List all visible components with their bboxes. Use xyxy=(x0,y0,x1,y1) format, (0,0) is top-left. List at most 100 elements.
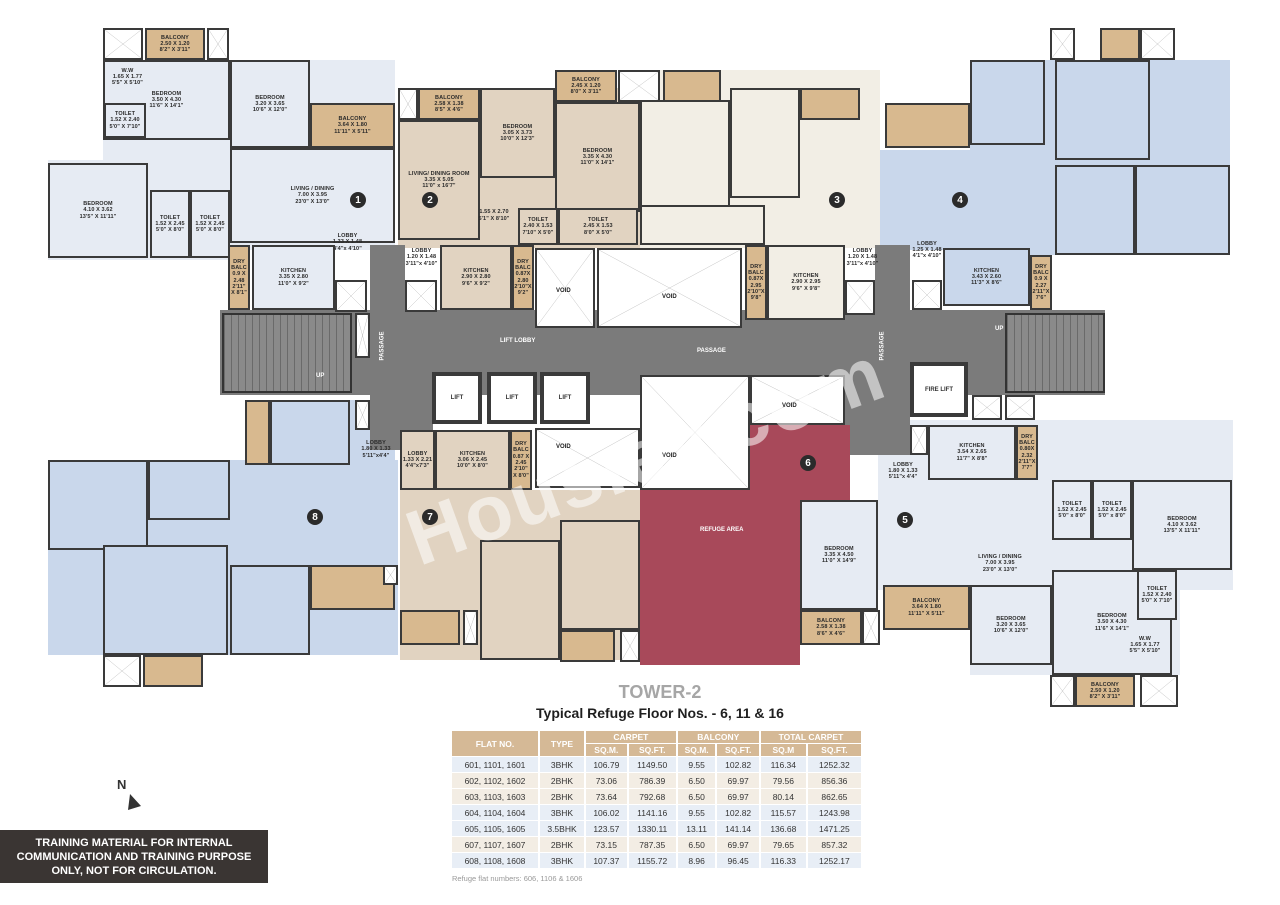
refuge-area xyxy=(748,425,850,500)
passage-area xyxy=(405,395,433,430)
room-size-imperial: 8'6" X 4'6" xyxy=(817,630,845,637)
up-label: UP xyxy=(316,373,325,379)
table-cell: 8.96 xyxy=(677,853,716,868)
staircase xyxy=(1005,313,1105,393)
table-cell: 80.14 xyxy=(760,789,806,804)
room-name: DRY BALC xyxy=(1033,263,1049,276)
lift: LIFT xyxy=(540,372,590,424)
room-size-metric: 1.65 X 1.77 xyxy=(112,73,143,80)
room-name: BALCONY xyxy=(817,618,845,625)
room-size-metric: 1.52 X 2.40 xyxy=(110,117,140,124)
void-label: VOID xyxy=(556,288,571,294)
room-size-metric: 1.65 X 1.77 xyxy=(1130,641,1160,648)
room-size-imperial: 8'2" X 3'11" xyxy=(159,47,191,54)
shaft xyxy=(912,280,942,310)
shaft xyxy=(1140,28,1175,60)
room-size-imperial: 4'4"x 4'10" xyxy=(333,245,362,252)
room-size-metric: 0.87X 2.95 xyxy=(748,276,764,289)
balcony xyxy=(885,103,970,148)
room-size-metric: 1.80 X 1.33 xyxy=(888,467,918,474)
room xyxy=(730,88,800,198)
room-size-metric: 0.80X 2.32 xyxy=(1019,446,1035,459)
room-size-imperial: 11'3" X 8'6" xyxy=(971,280,1002,287)
room-size-metric: 3.35 X 5.05 xyxy=(424,176,454,183)
header-balcony: BALCONY xyxy=(677,731,759,743)
header-balcony-sqm: SQ.M. xyxy=(677,744,716,756)
balcony xyxy=(1100,28,1140,60)
table-cell: 6.50 xyxy=(677,773,716,788)
room xyxy=(1055,60,1150,160)
table-cell: 79.65 xyxy=(760,837,806,852)
flat-number-badge: 8 xyxy=(307,509,323,525)
up-label: UP xyxy=(995,326,1004,332)
room-size-metric: 7.00 X 3.95 xyxy=(985,560,1015,567)
lift: LIFT xyxy=(432,372,482,424)
table-cell: 792.68 xyxy=(628,789,676,804)
header-carpet-sqm: SQ.M. xyxy=(586,744,627,756)
room-name: LOBBY xyxy=(411,248,432,255)
room-size-imperial: 8'5" X 4'6" xyxy=(435,107,463,114)
room-size-imperial: 23'0" X 13'0" xyxy=(982,566,1018,573)
room-name: W.W xyxy=(121,67,134,74)
room-name: TOILET xyxy=(114,111,136,118)
balcony xyxy=(560,630,615,662)
table-cell: 1243.98 xyxy=(807,805,861,820)
room-size-imperial: 11'0" X 14'1" xyxy=(580,160,615,167)
room xyxy=(148,460,230,520)
room-size-imperial: 13'5" X 11'11" xyxy=(79,213,117,220)
room-size-metric: 3.20 X 3.65 xyxy=(996,621,1026,628)
flat-number-badge: 6 xyxy=(800,455,816,471)
refuge-area-label: REFUGE AREA xyxy=(700,527,744,533)
tower-title: TOWER-2 xyxy=(618,682,702,702)
table-cell: 102.82 xyxy=(717,805,759,820)
room-size-metric: 3.35 X 4.50 xyxy=(824,551,854,558)
room xyxy=(103,545,228,655)
room-size-imperial: 3'11"x 4'10" xyxy=(405,260,438,267)
room-name: KITCHEN xyxy=(973,267,1000,274)
room-size-imperial: 23'0" X 13'0" xyxy=(295,198,330,205)
flat-number-badge: 2 xyxy=(422,192,438,208)
table-cell: 107.37 xyxy=(586,853,627,868)
flat-number-badge: 3 xyxy=(829,192,845,208)
room-size-imperial: 5'5" X 5'10" xyxy=(1129,648,1161,655)
room-size-imperial: 8'0" X 5'0" xyxy=(584,229,612,236)
table-cell: 786.39 xyxy=(628,773,676,788)
room-size-metric: 3.06 X 2.45 xyxy=(457,456,488,463)
room-name: LOBBY xyxy=(366,440,386,447)
void: VOID xyxy=(640,375,750,490)
room-name: LOBBY xyxy=(337,233,358,240)
room-size-metric: 1.33 X 2.21 xyxy=(402,456,433,463)
table-cell: 73.06 xyxy=(586,773,627,788)
table-cell: 602, 1102, 1602 xyxy=(452,773,538,788)
room-name: BEDROOM xyxy=(996,615,1026,622)
room-size-metric: 3.05 X 3.73 xyxy=(502,129,533,136)
room-name: BEDROOM xyxy=(502,123,533,130)
room-size-metric: 3.54 X 2.65 xyxy=(957,449,987,456)
header-flat-no: FLAT NO. xyxy=(452,731,538,756)
header-carpet-sqft: SQ.FT. xyxy=(628,744,676,756)
room-size-metric: 1.52 X 2.40 xyxy=(1142,591,1172,598)
room-name: BEDROOM xyxy=(1097,613,1127,620)
table-cell: 73.15 xyxy=(586,837,627,852)
table-cell: 116.33 xyxy=(760,853,806,868)
room-size-imperial: 11'6" X 14'1" xyxy=(149,103,184,110)
room-name: TOILET xyxy=(587,217,609,224)
table-cell: 9.55 xyxy=(677,805,716,820)
room-name: BEDROOM xyxy=(1167,515,1197,522)
table-cell: 1330.11 xyxy=(628,821,676,836)
